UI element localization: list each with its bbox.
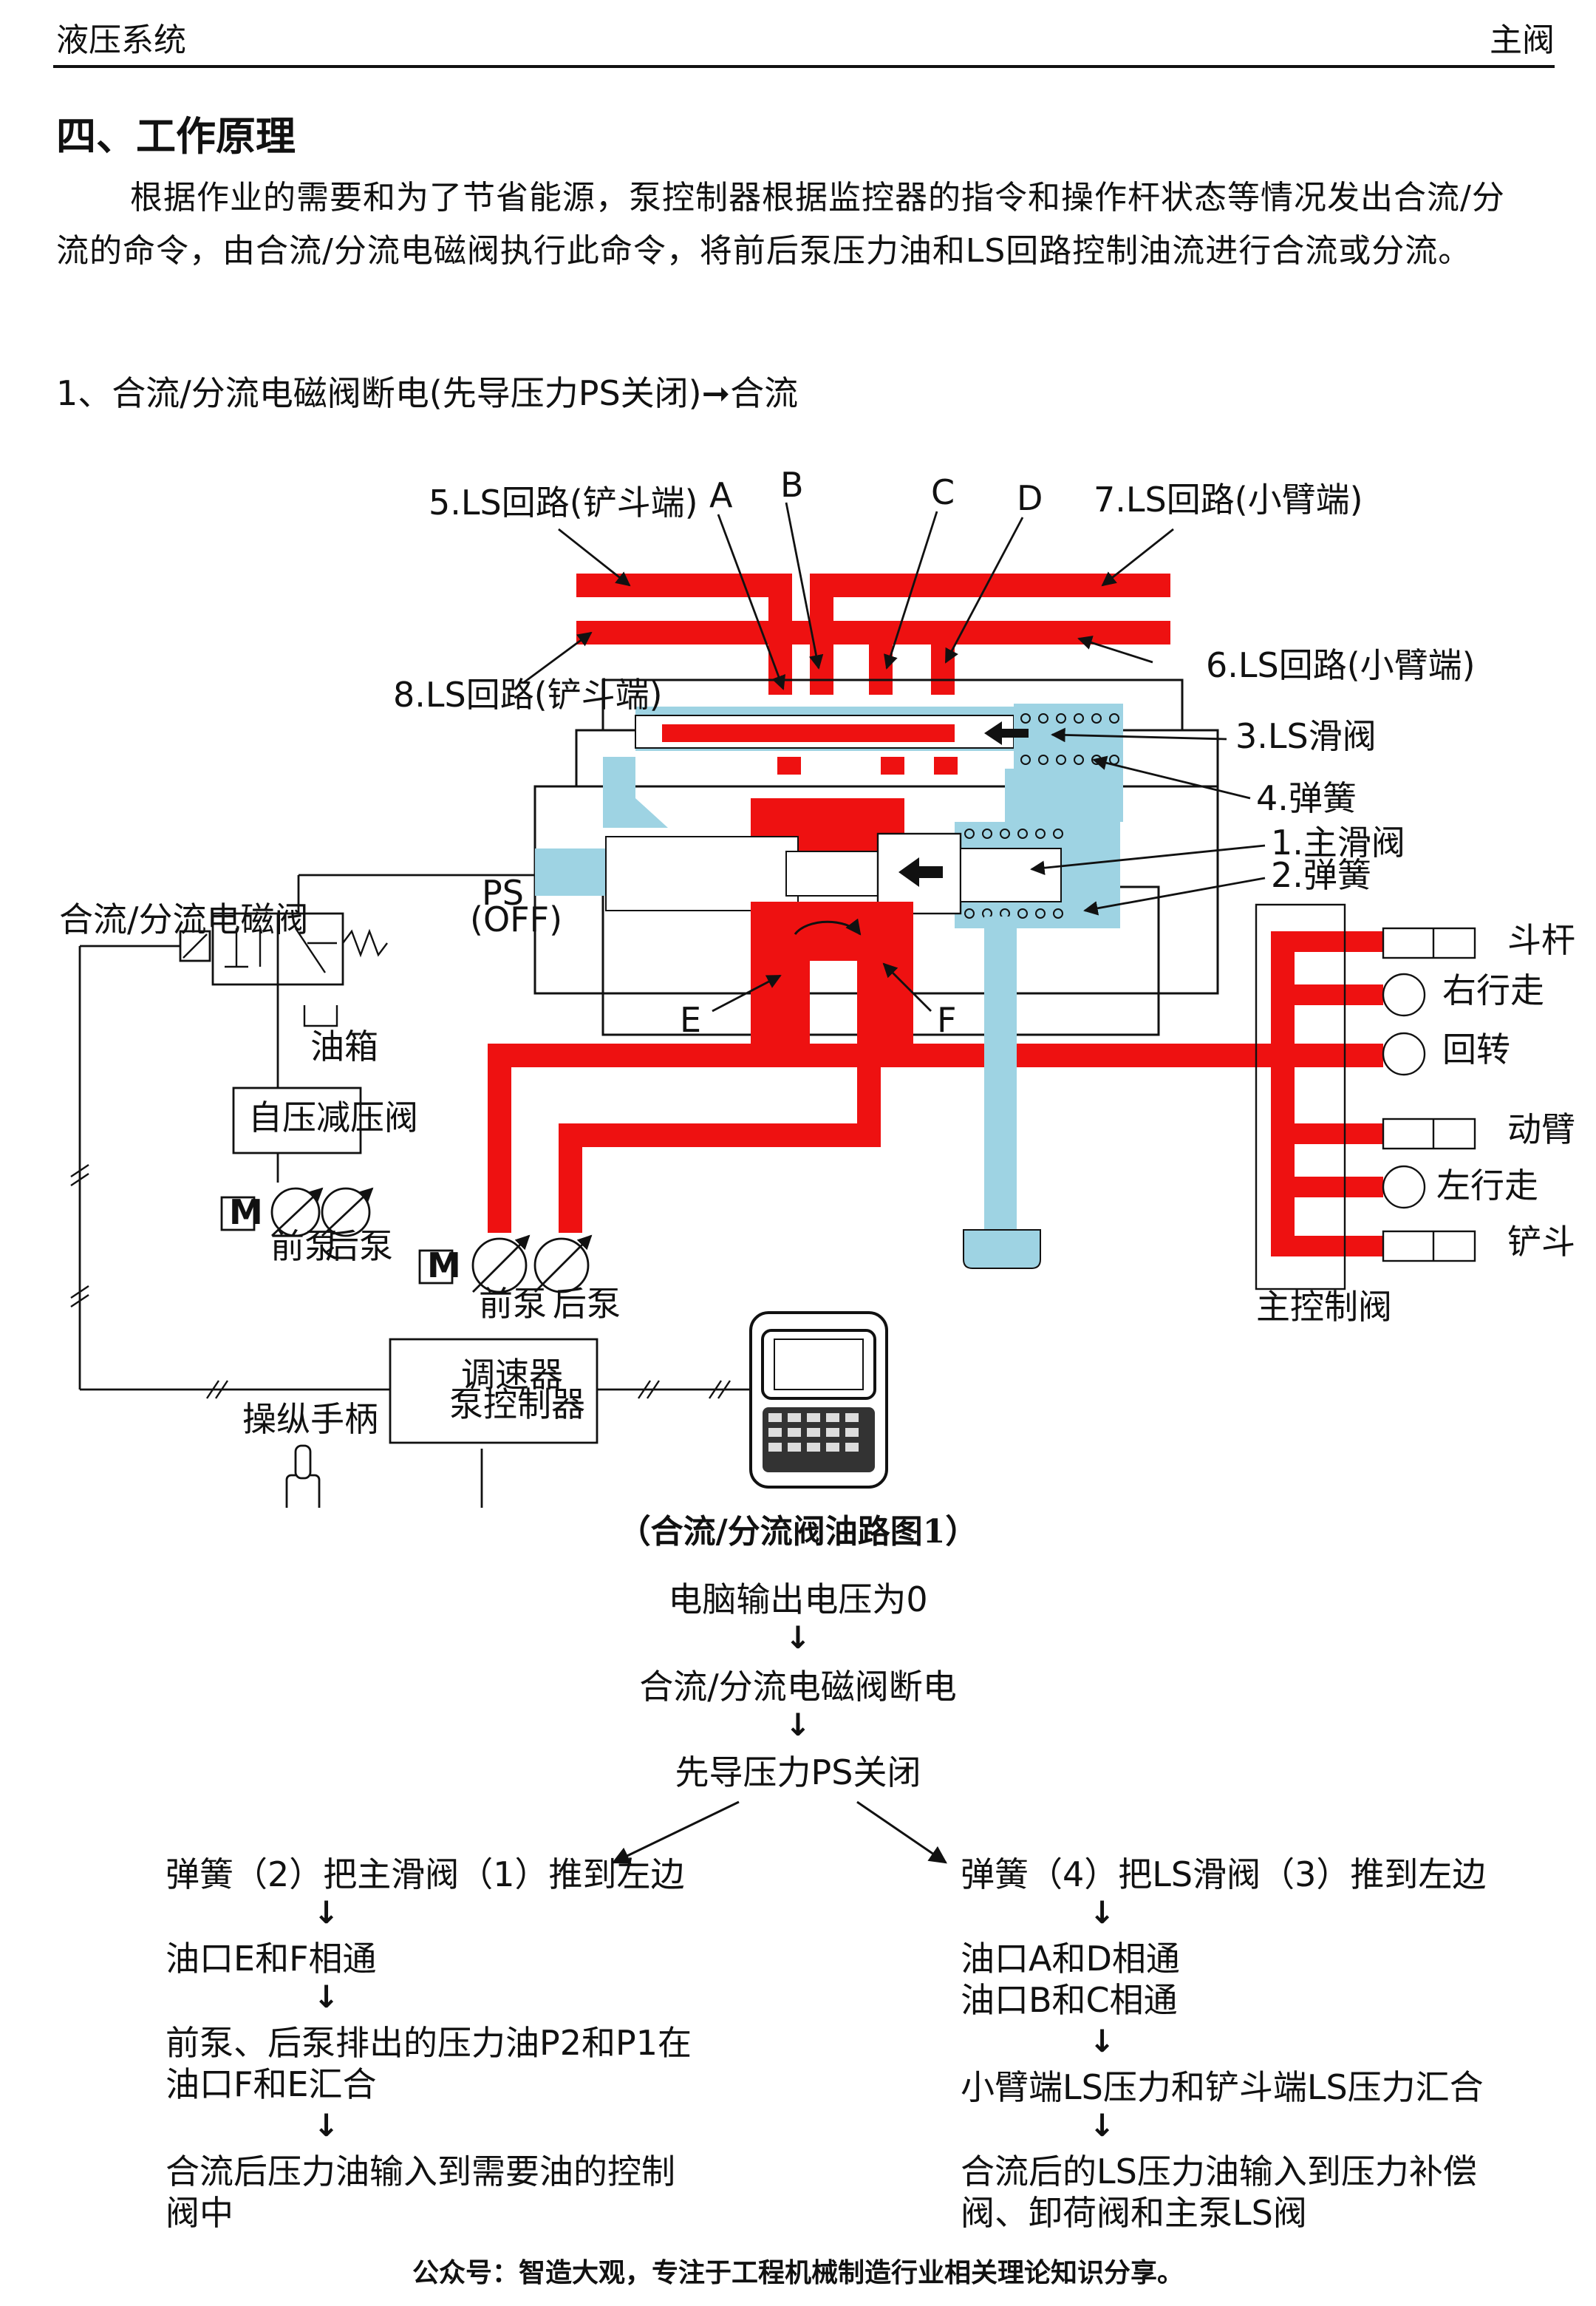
flow-right-arrow-1: ↓ <box>1089 1894 1116 1931</box>
spring-symbol <box>342 928 388 958</box>
label-main-spool: 1.主滑阀 <box>1271 823 1405 863</box>
flow-left-arrow-2: ↓ <box>313 1979 340 2015</box>
flow-left-arrow-1: ↓ <box>313 1894 340 1931</box>
flow-arrow-2: ↓ <box>785 1707 811 1743</box>
actuators <box>1382 927 1476 1262</box>
flow-right-s2-line2: 油口B和C相通 <box>961 1980 1178 2020</box>
label-front-pump-main: 前泵 <box>479 1284 547 1324</box>
label-spring2: 2.弹簧 <box>1271 855 1371 895</box>
label-port-a: A <box>709 475 733 515</box>
flow-arrow-1: ↓ <box>785 1619 811 1656</box>
label-swing: 回转 <box>1442 1030 1510 1069</box>
label-boom: 动臂 <box>1507 1109 1575 1149</box>
pump-controller-box <box>389 1338 598 1444</box>
ps-chamber <box>535 848 609 896</box>
header-rule <box>53 65 1555 68</box>
flow-right-arrow-3: ↓ <box>1089 2107 1116 2143</box>
label-controller-line1: 调速器 <box>461 1355 563 1395</box>
flow-right-s2-line1: 油口A和D相通 <box>961 1939 1180 1979</box>
label-ps-state: (OFF) <box>470 899 562 939</box>
label-rear-pump-main: 后泵 <box>553 1284 621 1324</box>
header-left: 液压系统 <box>56 21 186 59</box>
diagram-caption: （合流/分流阀油路图1） <box>618 1513 978 1551</box>
label-ps: PS <box>482 873 524 913</box>
footer-note: 公众号：智造大观，专注于工程机械制造行业相关理论知识分享。 <box>412 2258 1184 2288</box>
flow-left-arrow-3: ↓ <box>313 2107 340 2143</box>
label-main-control-valve: 主控制阀 <box>1256 1287 1392 1327</box>
label-port-b: B <box>780 465 804 505</box>
label-joystick: 操纵手柄 <box>242 1399 378 1439</box>
label-bucket: 铲斗 <box>1507 1222 1575 1262</box>
solenoid-valve <box>179 912 344 986</box>
flow-step1: 电脑输出电压为0 <box>668 1579 928 1619</box>
hydraulic-circuit-diagram: 5.LS回路(铲斗端) 7.LS回路(小臂端) 6.LS回路(小臂端) 8.LS… <box>59 465 1575 1508</box>
label-ls5: 5.LS回路(铲斗端) <box>429 483 698 523</box>
label-tank: 油箱 <box>310 1027 378 1067</box>
flow-right-s4-line1: 合流后的LS压力油输入到压力补偿 <box>961 2152 1477 2191</box>
label-motor-main: M <box>427 1245 461 1285</box>
subheading: 1、合流/分流电磁阀断电(先导压力PS关闭)➞合流 <box>56 373 799 413</box>
label-port-e: E <box>680 1000 701 1040</box>
label-controller-line2: 泵控制器 <box>449 1384 585 1424</box>
flow-right-s3: 小臂端LS压力和铲斗端LS压力汇合 <box>961 2067 1484 2107</box>
ls-lines <box>576 574 1170 695</box>
monitor-device <box>749 1311 888 1489</box>
label-spring4: 4.弹簧 <box>1256 778 1357 818</box>
joystick-icon <box>285 1444 321 1508</box>
label-front-pump-small: 前泵 <box>270 1226 338 1266</box>
control-wiring <box>78 874 751 1508</box>
flow-right-s4-line2: 阀、卸荷阀和主泵LS阀 <box>961 2193 1307 2233</box>
pump-set-main <box>418 1234 593 1293</box>
main-spool-arrow <box>898 857 943 887</box>
label-port-d: D <box>1017 478 1043 518</box>
flow-step2: 合流/分流电磁阀断电 <box>639 1667 957 1707</box>
pump-set-small <box>220 1187 374 1237</box>
label-right-travel: 右行走 <box>1442 970 1544 1010</box>
label-ls-spool: 3.LS滑阀 <box>1235 716 1377 756</box>
flow-left-s2: 油口E和F相通 <box>166 1939 377 1979</box>
tank-symbol <box>303 1005 338 1027</box>
label-ls7: 7.LS回路(小臂端) <box>1094 480 1363 520</box>
label-solenoid: 合流/分流电磁阀 <box>59 899 309 939</box>
spring-4-coils <box>1020 713 1119 765</box>
leader-lines <box>522 502 1266 1013</box>
section-title: 四、工作原理 <box>56 113 296 160</box>
reducer-box <box>232 1086 362 1154</box>
flow-right-arrow-2: ↓ <box>1089 2023 1116 2059</box>
ls-spool-arrow <box>984 721 1029 745</box>
label-left-travel: 左行走 <box>1436 1166 1538 1205</box>
label-port-c: C <box>931 472 955 512</box>
intro-paragraph: 根据作业的需要和为了节省能源，泵控制器根据监控器的指令和操作杆状态等情况发出合流… <box>56 179 1505 270</box>
pressure-lines <box>488 931 1383 1256</box>
label-ls6: 6.LS回路(小臂端) <box>1206 645 1476 685</box>
main-control-valve-box <box>1255 903 1346 1290</box>
label-rear-pump-small: 后泵 <box>325 1226 393 1266</box>
flow-left-s3-line2: 油口F和E汇合 <box>166 2064 377 2104</box>
label-port-f: F <box>937 1000 956 1040</box>
flow-left-s3-line1: 前泵、后泵排出的压力油P2和P1在 <box>166 2023 692 2063</box>
label-ls8: 8.LS回路(铲斗端) <box>393 675 663 715</box>
tank-line <box>984 916 1017 1233</box>
signal-break-marks <box>70 1164 731 1399</box>
flow-left-s4-line1: 合流后压力油输入到需要油的控制 <box>166 2152 675 2191</box>
label-arm: 斗杆 <box>1507 920 1575 960</box>
flow-right-s1: 弹簧（4）把LS滑阀（3）推到左边 <box>961 1854 1487 1894</box>
flow-left-s4-line2: 阀中 <box>166 2193 233 2233</box>
label-motor-small: M <box>229 1192 263 1232</box>
flow-left-s1: 弹簧（2）把主滑阀（1）推到左边 <box>166 1854 685 1894</box>
label-reducer: 自压减压阀 <box>248 1098 418 1137</box>
header-right: 主阀 <box>1490 21 1555 59</box>
tank <box>963 1229 1041 1269</box>
flow-step3: 先导压力PS关闭 <box>675 1752 921 1792</box>
flow-branch-arrows <box>611 1800 947 1864</box>
